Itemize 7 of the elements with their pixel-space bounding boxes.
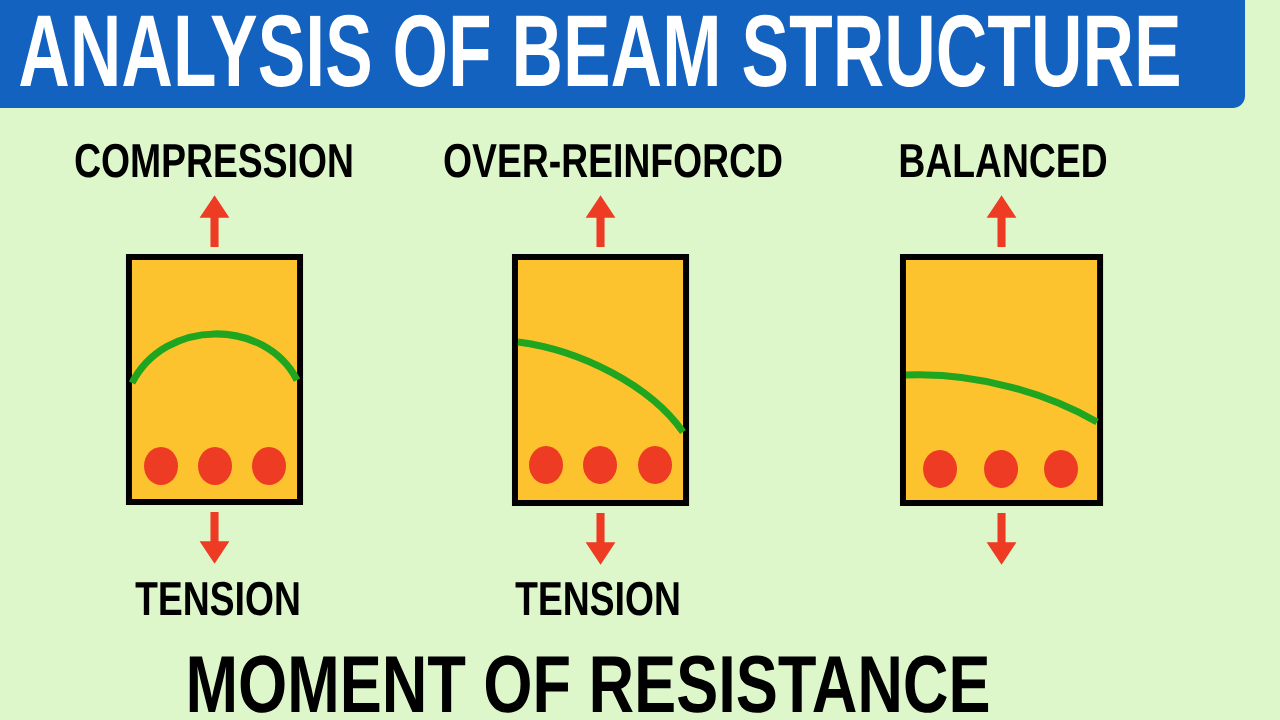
heading: BALANCED: [900, 143, 1107, 178]
title-banner: ANALYSIS OF BEAM STRUCTURE: [0, 0, 1246, 108]
heading: COMPRESSION: [75, 143, 352, 178]
heading: OVER-REINFORCD: [444, 143, 782, 178]
force-label: TENSION: [135, 581, 299, 616]
caption: MOMENT OF RESISTANCE: [189, 655, 989, 713]
force-label: TENSION: [515, 581, 679, 616]
